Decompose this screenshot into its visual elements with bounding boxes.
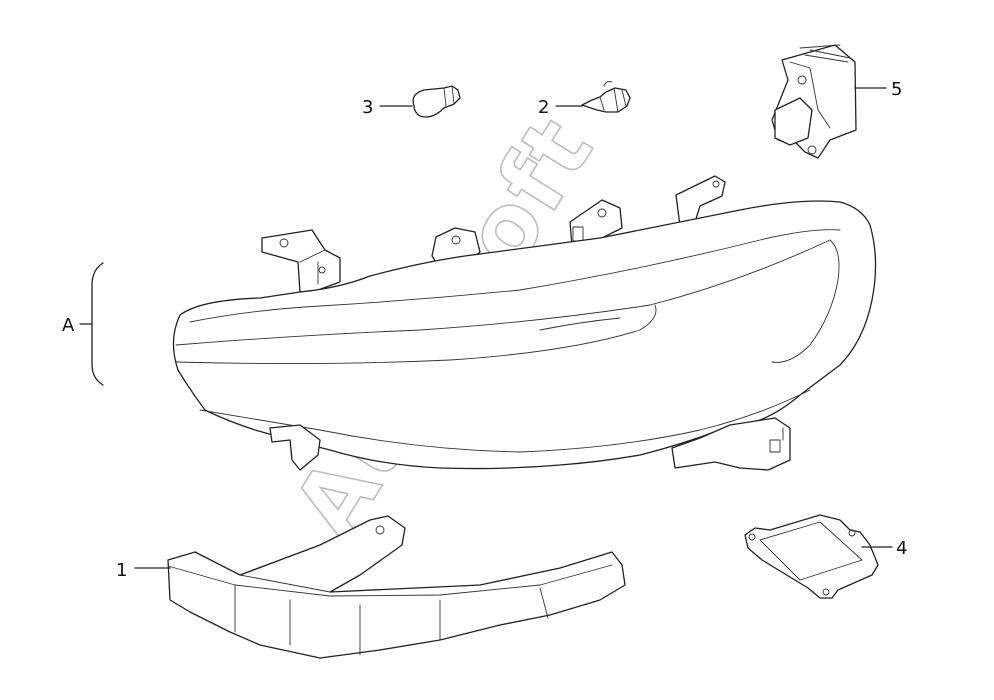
- assembly-bracket: [79, 262, 104, 386]
- part-3-bulb: [412, 85, 461, 118]
- part-4-control-module: [744, 514, 879, 599]
- callout-2: 2: [538, 97, 549, 118]
- part-1-lower-trim: [167, 515, 626, 659]
- leader-lines: [134, 87, 893, 569]
- callout-5: 5: [891, 79, 902, 100]
- part-2-bulb: [581, 81, 631, 113]
- headlamp-housing: [172, 175, 877, 471]
- callout-1: 1: [116, 560, 127, 581]
- part-5-ballast: [771, 44, 857, 159]
- callout-4: 4: [896, 538, 907, 559]
- callout-a: A: [62, 315, 75, 336]
- callout-3: 3: [362, 97, 373, 118]
